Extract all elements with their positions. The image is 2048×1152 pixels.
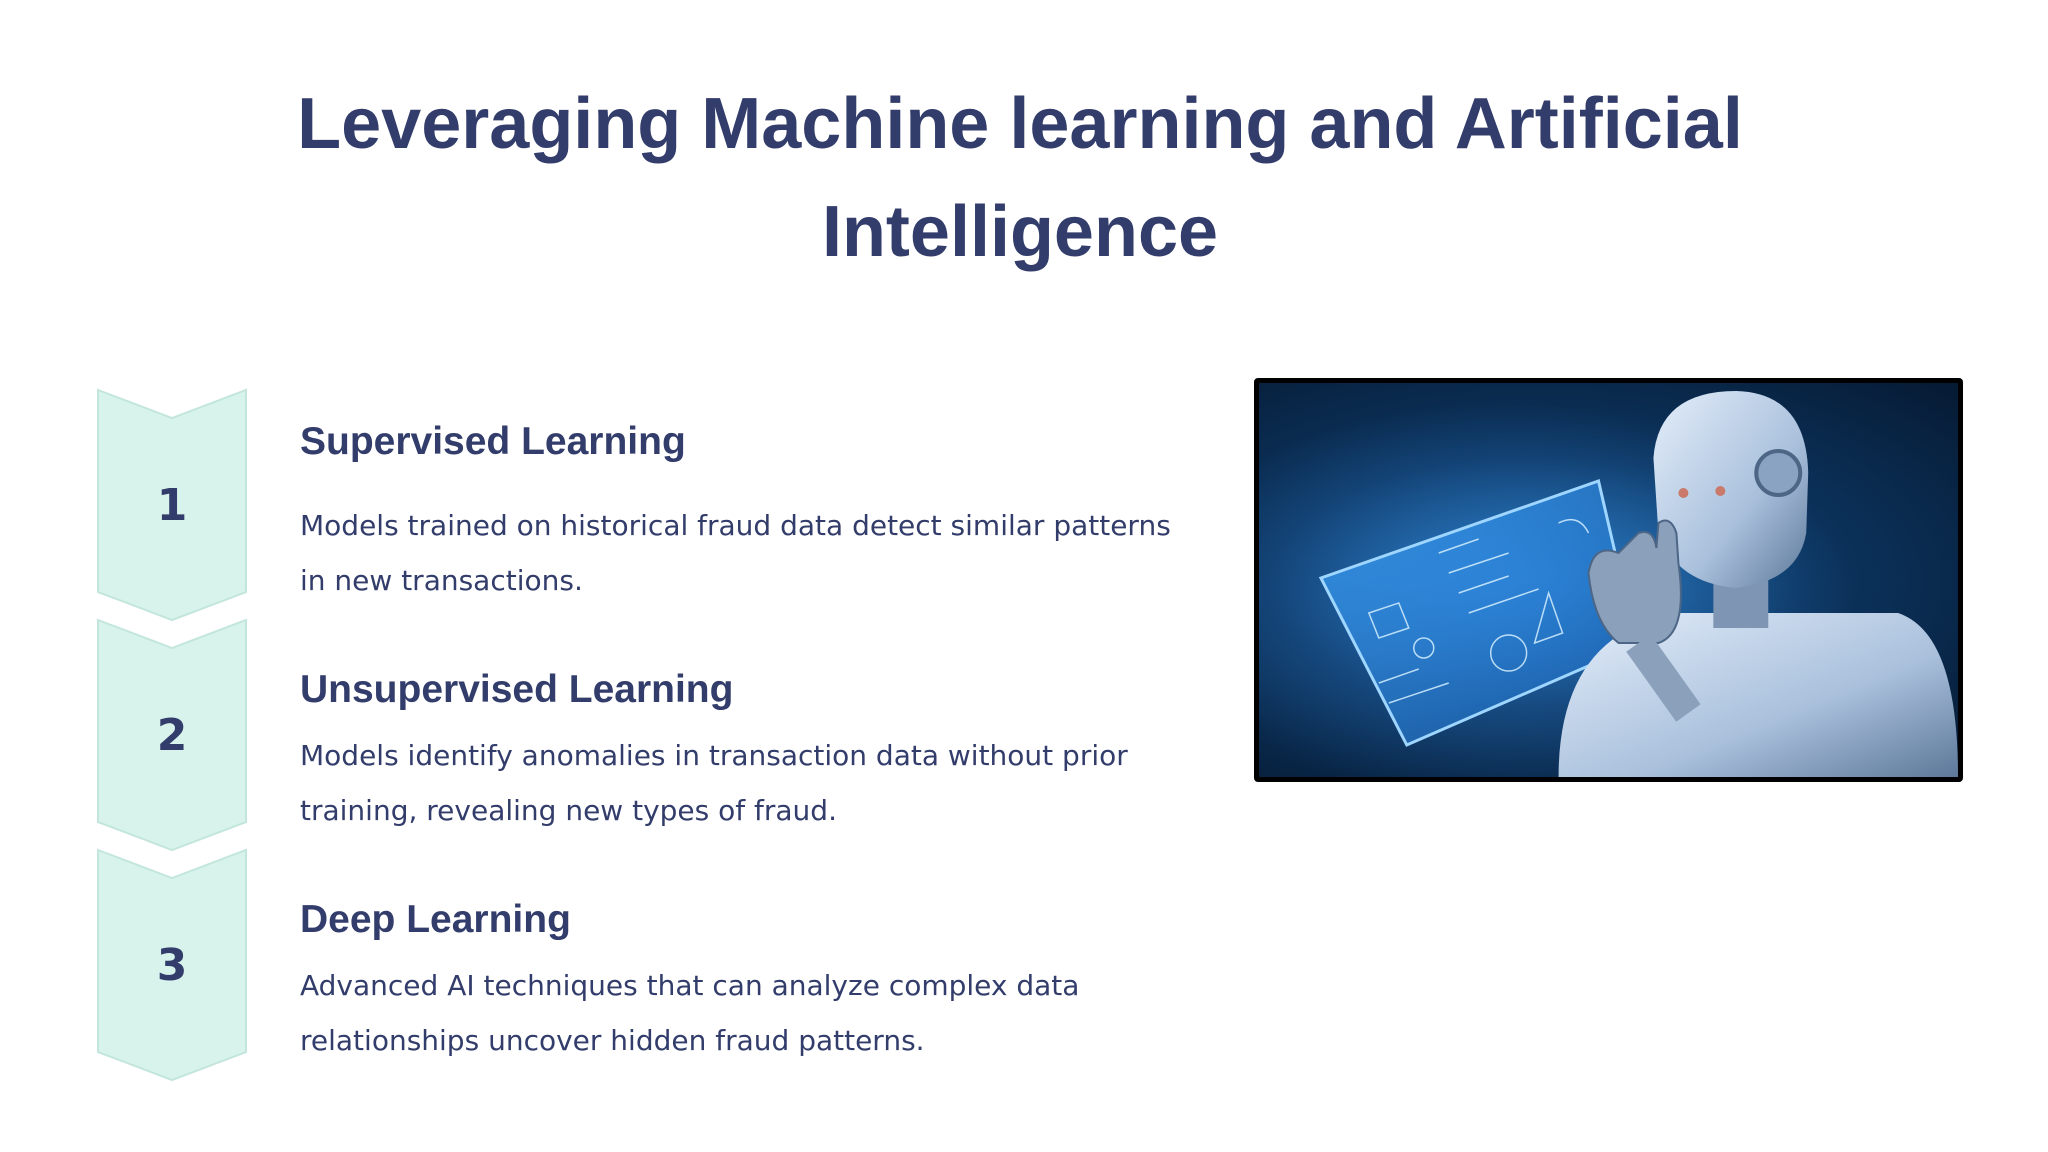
chevron-shape: [97, 388, 247, 622]
step-1-description: Models trained on historical fraud data …: [300, 509, 1171, 597]
step-2-description: Models identify anomalies in transaction…: [300, 739, 1128, 827]
step-3-chevron: 3: [96, 848, 248, 1082]
step-1-chevron: 1: [96, 388, 248, 622]
chevron-shape: [97, 848, 247, 1082]
slide-title: Leveraging Machine learning and Artifici…: [297, 84, 1743, 272]
robot-hologram-image: [1254, 378, 1963, 782]
step-1-number: 1: [156, 479, 188, 531]
steps-list: 1 Supervised Learning Models trained on …: [96, 388, 1171, 1082]
step-2-chevron: 2: [96, 618, 248, 852]
step-3-heading: Deep Learning: [300, 898, 571, 941]
step-2-number: 2: [156, 709, 188, 761]
step-3-description: Advanced AI techniques that can analyze …: [300, 969, 1080, 1057]
step-1-heading: Supervised Learning: [300, 420, 686, 463]
robot-illustration: [1259, 383, 1958, 777]
chevron-shape: [97, 618, 247, 852]
step-3-number: 3: [156, 939, 188, 991]
step-2-heading: Unsupervised Learning: [300, 668, 734, 711]
